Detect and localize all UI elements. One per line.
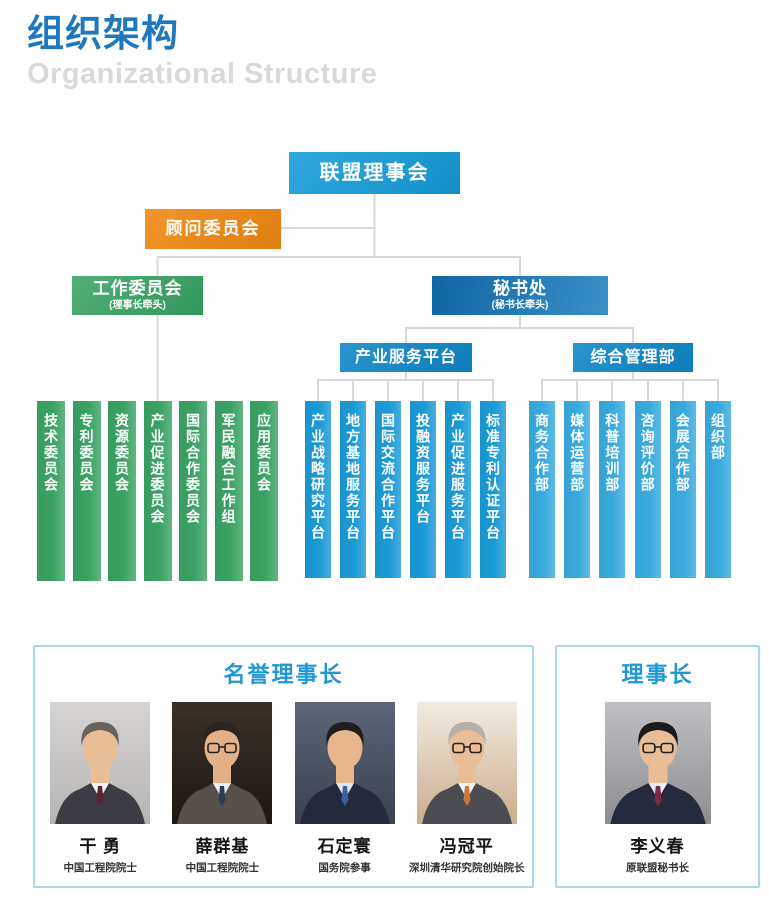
- honorary-chairmen-panel: 名誉理事长 干 勇 中国工程院院士: [33, 645, 534, 888]
- person-photo: [604, 702, 711, 824]
- org-bar: 组织部: [704, 401, 731, 578]
- person-card: 干 勇 中国工程院院士: [41, 702, 159, 875]
- org-bar: 商务合作部: [529, 401, 555, 578]
- page-subtitle: Organizational Structure: [27, 57, 378, 90]
- person-photo: [172, 702, 273, 824]
- org-bar: 科普培训部: [599, 401, 626, 578]
- person-card: 冯冠平 深圳清华研究院创始院长: [408, 702, 526, 875]
- page-title: 组织架构: [27, 13, 179, 54]
- org-bar: 国际合作委员会: [179, 401, 207, 581]
- person-caption: 李义春 原联盟秘书长: [599, 832, 717, 875]
- org-node-label: 联盟理事会: [319, 161, 430, 184]
- org-bar: 产业促进服务平台: [445, 401, 471, 578]
- org-bars-admin-departments: 商务合作部媒体运营部科普培训部咨询评价部会展合作部组织部: [529, 401, 731, 578]
- org-node-secretariat: 秘书处 (秘书长牵头): [432, 276, 608, 315]
- org-node-label: 秘书处: [493, 279, 547, 299]
- org-bar: 专利委员会: [72, 401, 101, 581]
- org-bar: 投融资服务平台: [410, 401, 436, 578]
- person-name: 李义春: [630, 837, 685, 856]
- person-title: 深圳清华研究院创始院长: [409, 862, 525, 874]
- org-bar: 媒体运营部: [564, 401, 591, 578]
- org-bar: 产业战略研究平台: [305, 401, 331, 578]
- org-node-general-admin-dept: 综合管理部: [573, 343, 693, 372]
- org-bar: 军民融合工作组: [214, 401, 243, 581]
- org-bar: 产业促进委员会: [143, 401, 172, 581]
- person-name: 冯冠平: [439, 837, 494, 856]
- org-node-alliance-council: 联盟理事会: [289, 152, 460, 194]
- person-name: 石定寰: [317, 837, 372, 856]
- honorary-panel-header: 名誉理事长: [223, 662, 344, 687]
- person-title: 国务院参事: [318, 862, 371, 874]
- org-node-label: 综合管理部: [590, 348, 676, 366]
- org-bar: 国际交流合作平台: [375, 401, 401, 578]
- org-bar: 技术委员会: [37, 401, 65, 581]
- org-node-label: 工作委员会: [92, 279, 183, 299]
- connector-path: [156, 193, 719, 401]
- org-bar: 咨询评价部: [634, 401, 661, 578]
- person-photo: [416, 702, 517, 824]
- glasses: [641, 742, 674, 754]
- person-name: 薛群基: [195, 837, 250, 856]
- person-caption: 薛群基 中国工程院院士: [163, 832, 281, 875]
- org-node-label: 产业服务平台: [354, 348, 457, 366]
- person-caption: 冯冠平 深圳清华研究院创始院长: [408, 832, 526, 875]
- org-node-work-committee: 工作委员会 (理事长牵头): [72, 276, 203, 315]
- page-header: 组织架构 Organizational Structure: [27, 13, 378, 91]
- person-caption: 干 勇 中国工程院院士: [41, 832, 159, 875]
- person-title: 原联盟秘书长: [626, 862, 689, 874]
- glasses: [207, 742, 238, 754]
- org-node-industry-service-platform: 产业服务平台: [340, 343, 472, 372]
- org-bar: 标准专利认证平台: [480, 401, 506, 578]
- org-node-sublabel: (秘书长牵头): [491, 300, 549, 312]
- org-bar: 会展合作部: [669, 401, 696, 578]
- person-title: 中国工程院院士: [185, 862, 260, 874]
- org-node-label: 顾问委员会: [165, 219, 261, 239]
- chairman-panel: 理事长 李义春 原联盟秘书长: [555, 645, 760, 888]
- org-bar: 应用委员会: [250, 401, 278, 581]
- person-card: 薛群基 中国工程院院士: [163, 702, 281, 875]
- chairman-panel-header: 理事长: [621, 662, 694, 687]
- org-bars-platform-departments: 产业战略研究平台地方基地服务平台国际交流合作平台投融资服务平台产业促进服务平台标…: [305, 401, 506, 578]
- org-node-advisory-committee: 顾问委员会: [145, 209, 281, 249]
- person-title: 中国工程院院士: [63, 862, 137, 874]
- honorary-people-row: 干 勇 中国工程院院士 薛群基 中国工程院院士: [35, 702, 532, 875]
- person-photo: [50, 702, 151, 824]
- glasses: [451, 742, 482, 754]
- person-photo: [294, 702, 395, 824]
- org-bar: 资源委员会: [108, 401, 136, 581]
- person-card: 石定寰 国务院参事: [286, 702, 404, 875]
- person-caption: 石定寰 国务院参事: [286, 832, 404, 875]
- chairman-people-row: 李义春 原联盟秘书长: [557, 702, 758, 875]
- person-card: 李义春 原联盟秘书长: [599, 702, 717, 875]
- org-bars-committees: 技术委员会专利委员会资源委员会产业促进委员会国际合作委员会军民融合工作组应用委员…: [37, 401, 278, 581]
- org-bar: 地方基地服务平台: [340, 401, 366, 578]
- org-node-sublabel: (理事长牵头): [109, 300, 166, 312]
- person-name: 干 勇: [79, 837, 122, 856]
